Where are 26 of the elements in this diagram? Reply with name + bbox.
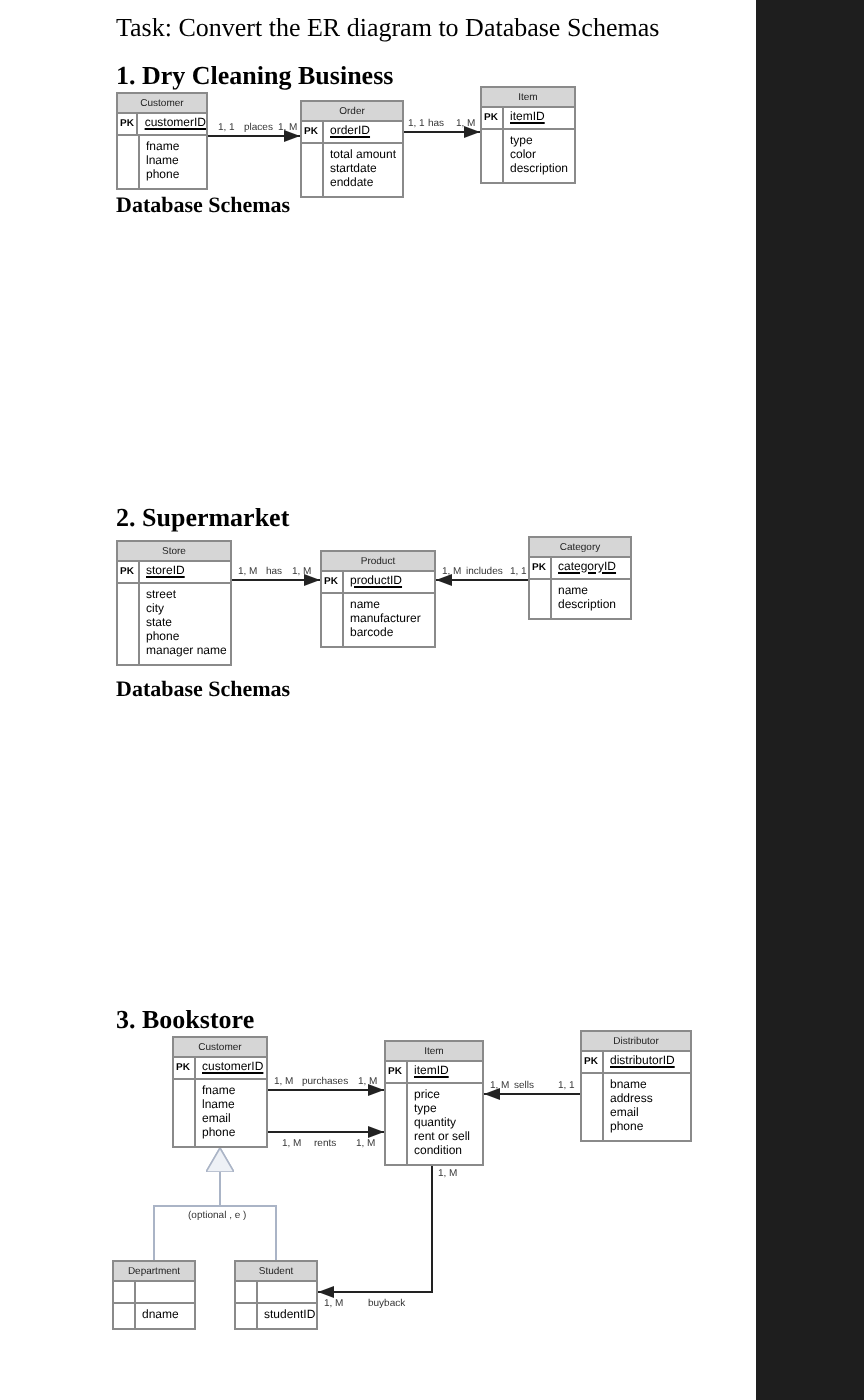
entity-table bbox=[320, 550, 436, 648]
entity-table bbox=[172, 1036, 268, 1148]
entity-table bbox=[300, 100, 404, 198]
relationship-line bbox=[483, 1088, 581, 1100]
generalization-line bbox=[205, 1147, 277, 1261]
section-heading: 2. Supermarket bbox=[116, 500, 290, 536]
entity-table bbox=[112, 1260, 196, 1330]
relationship-line bbox=[231, 574, 321, 586]
relationship-line bbox=[403, 126, 481, 138]
entity-table bbox=[384, 1040, 484, 1166]
entity-table bbox=[116, 540, 232, 666]
title: Task: Convert the ER diagram to Database Schemas bbox=[116, 10, 660, 46]
section-subheading: Database Schemas bbox=[116, 192, 291, 222]
entity-table bbox=[480, 86, 576, 184]
relationship-line bbox=[207, 130, 301, 142]
section-subheading: Database Schemas bbox=[116, 676, 291, 706]
entity-table bbox=[234, 1260, 318, 1330]
entity-table bbox=[580, 1030, 692, 1142]
relationship-line bbox=[267, 1126, 385, 1138]
relationship-line bbox=[435, 574, 529, 586]
section-heading: 3. Bookstore bbox=[116, 1002, 255, 1038]
relationship-line bbox=[267, 1084, 385, 1096]
entity-table bbox=[116, 92, 208, 190]
entity-table bbox=[528, 536, 632, 620]
relationship-line bbox=[317, 1165, 433, 1298]
section-heading: 1. Dry Cleaning Business bbox=[116, 58, 394, 94]
